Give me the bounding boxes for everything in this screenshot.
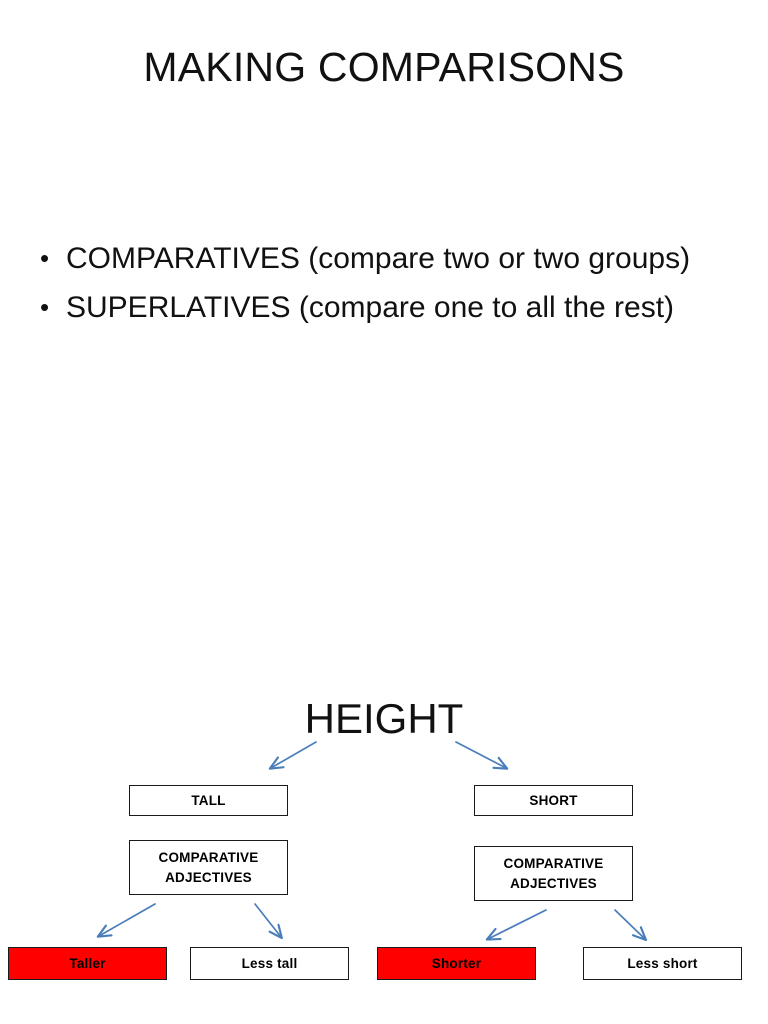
node-comparative-right-line1: COMPARATIVE xyxy=(503,855,604,871)
bullet-list: • COMPARATIVES (compare two or two group… xyxy=(40,234,740,332)
node-shorter[interactable]: Shorter xyxy=(377,947,536,980)
node-comparative-left-line1: COMPARATIVE xyxy=(158,849,259,865)
bullet-point-icon: • xyxy=(40,292,50,322)
node-comparative-adjectives-short[interactable]: COMPARATIVE ADJECTIVES xyxy=(474,846,633,901)
list-item-label: COMPARATIVES (compare two or two groups) xyxy=(66,242,691,275)
node-short[interactable]: SHORT xyxy=(474,785,633,816)
node-shorter-label: Shorter xyxy=(431,955,482,971)
arrow-comparative-left-to-taller xyxy=(99,903,156,936)
arrow-comparative-right-to-shorter xyxy=(488,909,547,939)
node-short-label: SHORT xyxy=(529,792,578,808)
node-less-short[interactable]: Less short xyxy=(583,947,742,980)
node-less-tall-label: Less tall xyxy=(241,955,298,971)
node-less-short-label: Less short xyxy=(627,955,698,971)
node-taller-label: Taller xyxy=(69,955,106,971)
arrow-comparative-left-to-less-tall xyxy=(254,903,281,937)
list-item: • SUPERLATIVES (compare one to all the r… xyxy=(40,283,740,332)
arrow-height-to-tall xyxy=(271,741,317,768)
node-tall-label: TALL xyxy=(191,792,226,808)
node-less-tall[interactable]: Less tall xyxy=(190,947,349,980)
arrow-height-to-short xyxy=(455,741,506,768)
node-tall[interactable]: TALL xyxy=(129,785,288,816)
node-comparative-adjectives-tall[interactable]: COMPARATIVE ADJECTIVES xyxy=(129,840,288,895)
list-item: • COMPARATIVES (compare two or two group… xyxy=(40,234,740,283)
node-comparative-right-line2: ADJECTIVES xyxy=(510,875,597,891)
arrow-comparative-right-to-less-short xyxy=(614,909,645,939)
node-comparative-left-line2: ADJECTIVES xyxy=(165,869,252,885)
list-item-label: SUPERLATIVES (compare one to all the res… xyxy=(66,291,675,324)
page-title: MAKING COMPARISONS xyxy=(143,44,625,90)
bullet-point-icon: • xyxy=(40,243,50,273)
node-taller[interactable]: Taller xyxy=(8,947,167,980)
diagram-root-label: HEIGHT xyxy=(304,695,464,742)
